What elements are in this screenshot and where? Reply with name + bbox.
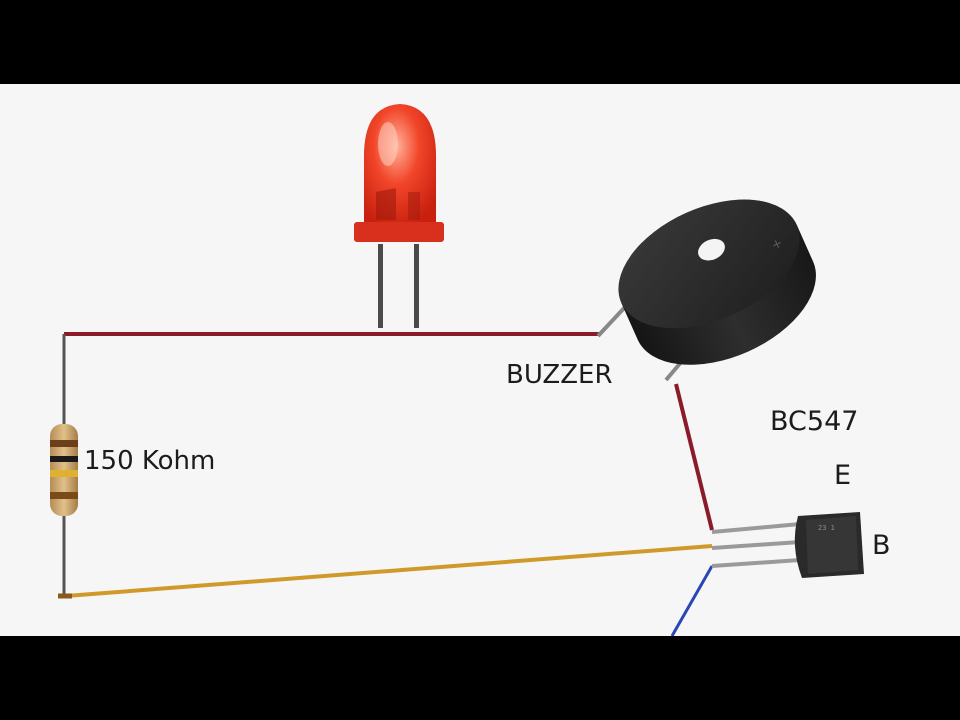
resistor-band-2 — [50, 456, 78, 462]
transistor-marking: 23 1 — [818, 524, 835, 532]
letterbox-top — [0, 0, 960, 84]
resistor-band-1 — [50, 440, 78, 447]
resistor-band-4 — [50, 492, 78, 499]
wire-buzzer-to-collector — [674, 383, 714, 531]
transistor-lead-emitter — [711, 558, 801, 568]
wires — [58, 332, 714, 636]
resistor-icon — [50, 424, 78, 516]
led-highlight — [378, 122, 398, 166]
letterbox-bottom — [0, 636, 960, 720]
resistor-label: 150 Kohm — [84, 446, 216, 476]
wire-bottom-gold — [65, 544, 713, 598]
led-anvil — [376, 188, 396, 220]
transistor-face-shade — [806, 516, 858, 574]
circuit-canvas: + 23 1 BUZZER 150 Kohm BC547 E B — [0, 84, 960, 636]
resistor-band-3 — [50, 470, 78, 477]
led-icon — [354, 104, 444, 328]
transistor-icon: 23 1 — [711, 512, 864, 578]
transistor-lead-collector — [711, 522, 801, 534]
transistor-lead-base — [711, 540, 801, 550]
transistor-label: BC547 — [770, 406, 859, 437]
buzzer-top-face — [618, 199, 800, 329]
buzzer-hole — [698, 238, 725, 261]
led-dome — [364, 104, 436, 224]
emitter-label: E — [834, 460, 852, 491]
led-leg-left — [378, 244, 383, 328]
wire-emitter-blue — [670, 565, 714, 636]
led-rim — [354, 222, 444, 242]
circuit-diagram: + 23 1 — [50, 104, 864, 636]
led-leg-right — [414, 244, 419, 328]
buzzer-lead-left — [596, 304, 628, 338]
led-post — [408, 192, 420, 220]
buzzer-label: BUZZER — [506, 360, 613, 390]
base-label: B — [872, 530, 891, 561]
buzzer-icon: + — [596, 199, 816, 382]
